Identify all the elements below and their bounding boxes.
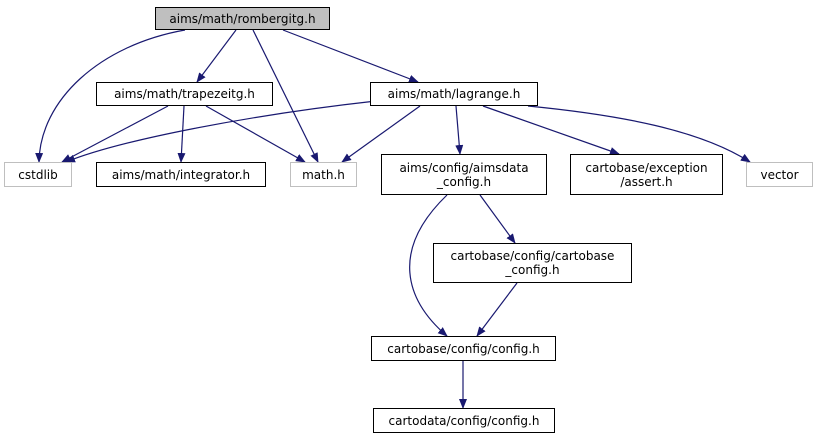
edge-trapezeitg-to-integrator: [177, 105, 186, 163]
edge-lagrange-to-aimsdata_config: [455, 105, 464, 155]
edge-cartobase_config-to-cartobase_configh: [476, 282, 518, 337]
node-cstdlib: cstdlib: [4, 162, 72, 187]
node-label: aims/config/aimsdata _config.h: [399, 160, 529, 189]
node-label: cstdlib: [18, 167, 58, 182]
edge-rombergitg-to-lagrange: [282, 29, 419, 83]
node-integrator-h[interactable]: aims/math/integrator.h: [96, 162, 266, 187]
edge-rombergitg-to-trapezeitg: [196, 29, 237, 83]
node-label: cartobase/config/config.h: [387, 341, 540, 356]
node-aimsdata-config-h[interactable]: aims/config/aimsdata _config.h: [381, 154, 547, 195]
node-label: cartobase/config/cartobase _config.h: [450, 249, 615, 277]
edge-lagrange-to-vector: [527, 105, 751, 163]
edge-trapezeitg-to-cstdlib: [61, 105, 169, 163]
node-label: aims/math/rombergitg.h: [169, 11, 316, 26]
node-cartobase-config-h[interactable]: cartobase/config/cartobase _config.h: [433, 243, 632, 283]
node-label: vector: [760, 167, 799, 182]
node-label: cartobase/exception /assert.h: [585, 160, 708, 189]
node-cartodata-config-config-h[interactable]: cartodata/config/config.h: [373, 408, 555, 433]
edge-aimsdata_config-to-cartobase_configh: [409, 194, 448, 337]
edge-trapezeitg-to-mathh: [205, 105, 306, 163]
node-assert-h[interactable]: cartobase/exception /assert.h: [570, 154, 723, 195]
edge-rombergitg-to-cstdlib: [35, 29, 186, 163]
node-label: aims/math/trapezeitg.h: [114, 87, 255, 101]
edge-lagrange-to-assert: [482, 105, 620, 155]
node-label: aims/math/lagrange.h: [387, 87, 521, 101]
node-math-h: math.h: [290, 162, 357, 187]
edge-lagrange-to-cstdlib: [65, 100, 377, 163]
node-lagrange-h[interactable]: aims/math/lagrange.h: [370, 82, 538, 106]
node-label: cartodata/config/config.h: [388, 413, 540, 428]
node-label: math.h: [302, 167, 345, 182]
edge-lagrange-to-mathh: [341, 105, 421, 163]
edge-rombergitg-to-mathh: [252, 29, 319, 163]
node-cartobase-config-config-h[interactable]: cartobase/config/config.h: [371, 336, 556, 361]
edge-aimsdata_config-to-cartobase_config: [479, 194, 516, 244]
node-vector: vector: [746, 162, 813, 187]
node-label: aims/math/integrator.h: [111, 167, 251, 182]
node-rombergitg-h[interactable]: aims/math/rombergitg.h: [155, 7, 330, 30]
node-trapezeitg-h[interactable]: aims/math/trapezeitg.h: [96, 82, 273, 106]
